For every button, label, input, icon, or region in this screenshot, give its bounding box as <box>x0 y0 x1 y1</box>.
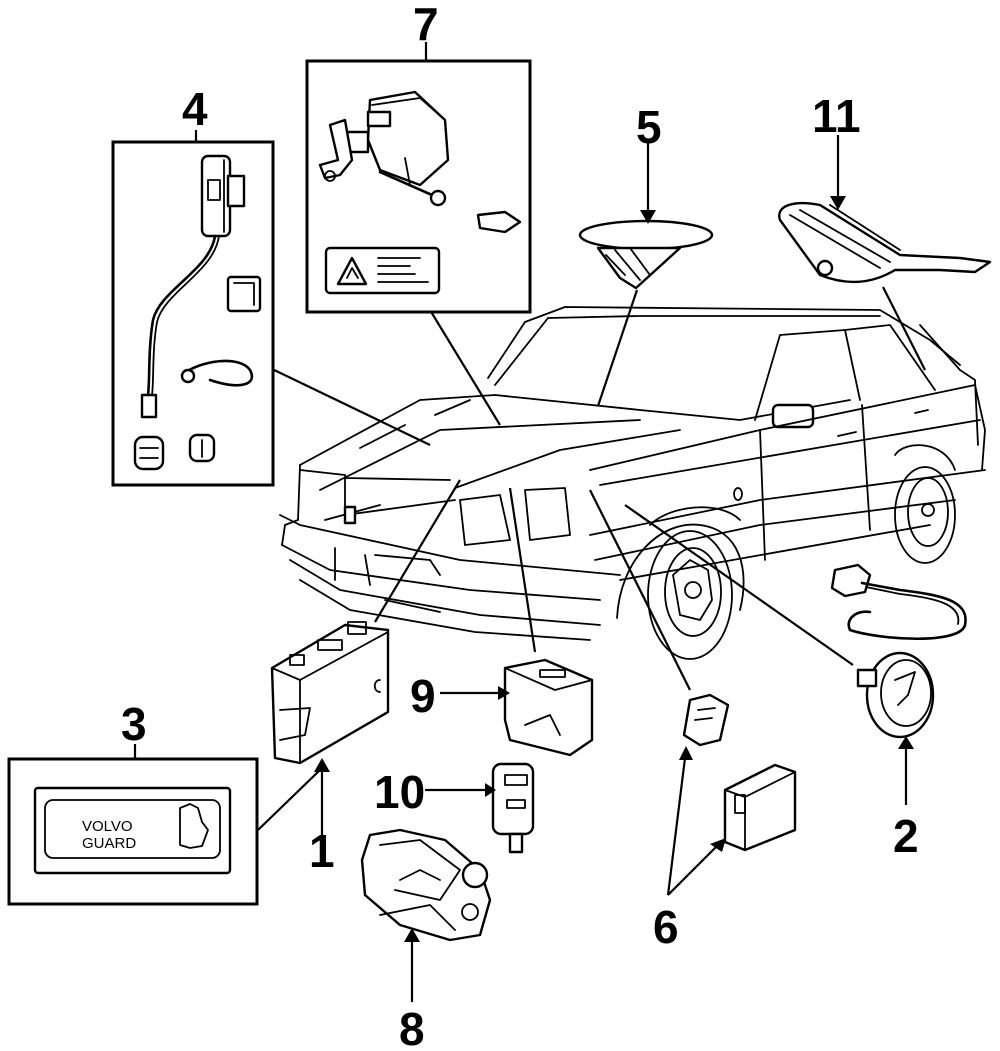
leader-3 <box>257 769 321 831</box>
callout-9[interactable]: 9 <box>410 670 436 722</box>
immobilizer-module[interactable] <box>440 658 594 757</box>
callout-11[interactable]: 11 <box>812 90 861 142</box>
key-remote[interactable] <box>425 762 535 854</box>
control-module[interactable] <box>270 621 390 853</box>
door-lock-actuator[interactable] <box>360 828 492 1002</box>
leader-1 <box>374 479 461 623</box>
leader-4 <box>269 367 431 446</box>
leader-6 <box>589 489 691 691</box>
leader-lines <box>257 286 926 831</box>
leader-5 <box>596 289 639 407</box>
callout-4[interactable]: 4 <box>182 83 208 135</box>
callout-numbers: 1 2 3 4 5 6 7 8 9 10 11 <box>121 0 919 1051</box>
decal-text-line-2: GUARD <box>82 835 136 852</box>
sensor-switch-kit[interactable] <box>111 130 275 487</box>
roof-antenna[interactable] <box>778 135 992 284</box>
leader-11 <box>882 286 926 371</box>
callout-5[interactable]: 5 <box>636 101 662 153</box>
warning-decal[interactable]: VOLVO GUARD <box>7 744 259 906</box>
callout-7[interactable]: 7 <box>413 0 439 50</box>
remote-and-receiver[interactable] <box>666 693 797 896</box>
callout-1[interactable]: 1 <box>309 825 335 877</box>
callout-3[interactable]: 3 <box>121 698 147 750</box>
ignition-ring-antenna[interactable] <box>830 563 967 805</box>
interior-sensor[interactable] <box>578 143 714 290</box>
hand-icon <box>179 803 209 849</box>
car-illustration <box>279 306 986 660</box>
callout-8[interactable]: 8 <box>399 1003 425 1051</box>
siren-kit[interactable] <box>305 42 532 314</box>
callout-10[interactable]: 10 <box>374 766 425 818</box>
leader-9 <box>508 487 537 653</box>
leader-2 <box>624 504 854 666</box>
leader-7 <box>429 309 501 426</box>
callout-2[interactable]: 2 <box>893 810 919 862</box>
callout-6[interactable]: 6 <box>653 901 679 953</box>
decal-text-line-1: VOLVO <box>82 818 133 835</box>
